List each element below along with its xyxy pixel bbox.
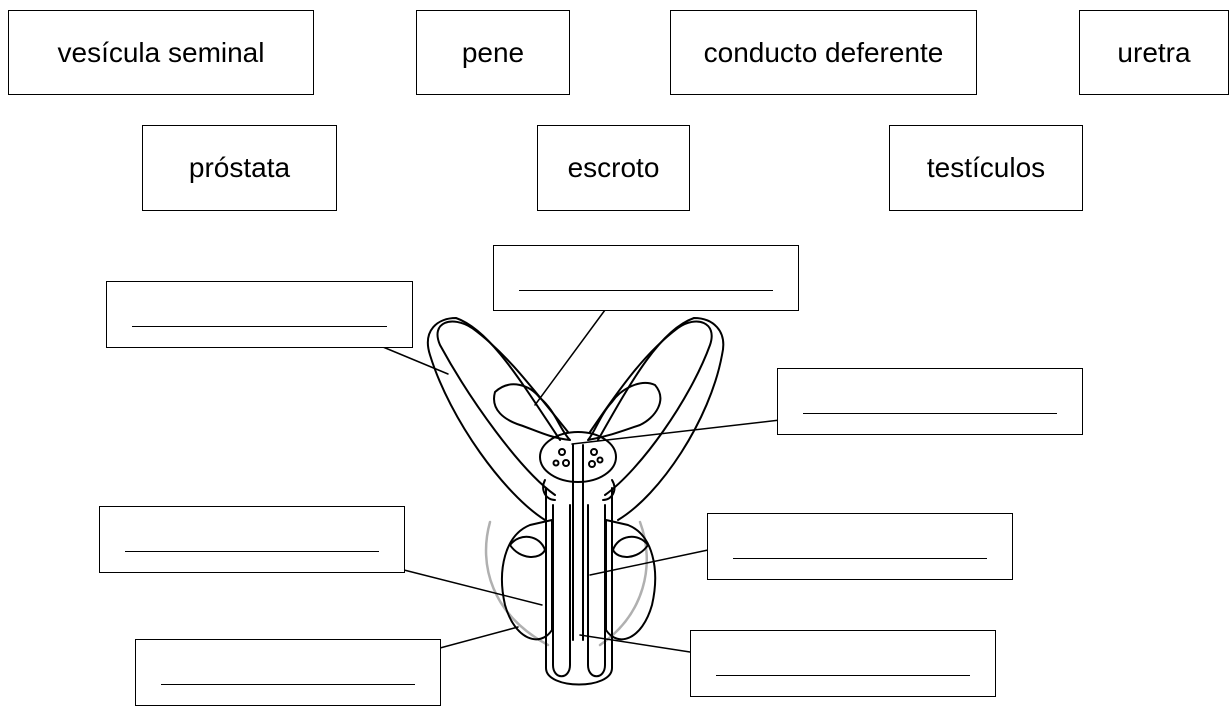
left-testicle — [501, 519, 553, 641]
right-seminal-vesicle — [587, 382, 662, 441]
word-card-escroto[interactable]: escroto — [537, 125, 690, 211]
answer-box-3[interactable] — [777, 368, 1083, 435]
left-seminal-vesicle — [493, 383, 571, 441]
answer-blank — [519, 290, 773, 291]
penis — [552, 504, 571, 678]
right-vas-deferens — [589, 320, 713, 496]
leader-line — [534, 309, 606, 406]
answer-box-4[interactable] — [99, 506, 405, 573]
urethra — [572, 444, 584, 641]
scrotum-outline-right — [598, 520, 648, 647]
right-testicle — [605, 519, 657, 641]
left-vas-deferens — [436, 320, 569, 496]
answer-box-6[interactable] — [135, 639, 441, 706]
answer-box-5[interactable] — [707, 513, 1013, 580]
word-card-uretra[interactable]: uretra — [1079, 10, 1229, 95]
leader-line — [403, 569, 543, 606]
leader-line — [571, 419, 781, 445]
word-card-conducto-deferente[interactable]: conducto deferente — [670, 10, 977, 95]
answer-box-2[interactable] — [493, 245, 799, 311]
scrotum-outline — [484, 520, 550, 647]
answer-box-1[interactable] — [106, 281, 413, 348]
leader-line — [439, 626, 519, 649]
word-card-pene[interactable]: pene — [416, 10, 570, 95]
answer-blank — [803, 413, 1057, 414]
answer-blank — [125, 551, 379, 552]
word-card-prostata[interactable]: próstata — [142, 125, 337, 211]
leader-line — [589, 549, 709, 576]
word-card-vesicula-seminal[interactable]: vesícula seminal — [8, 10, 314, 95]
answer-blank — [733, 558, 987, 559]
answer-box-7[interactable] — [690, 630, 996, 697]
answer-blank — [161, 684, 415, 685]
word-card-testiculos[interactable]: testículos — [889, 125, 1083, 211]
leader-line — [382, 346, 449, 375]
leader-line — [579, 634, 691, 653]
answer-blank — [132, 326, 387, 327]
answer-blank — [716, 675, 970, 676]
prostate-gland — [539, 431, 617, 483]
